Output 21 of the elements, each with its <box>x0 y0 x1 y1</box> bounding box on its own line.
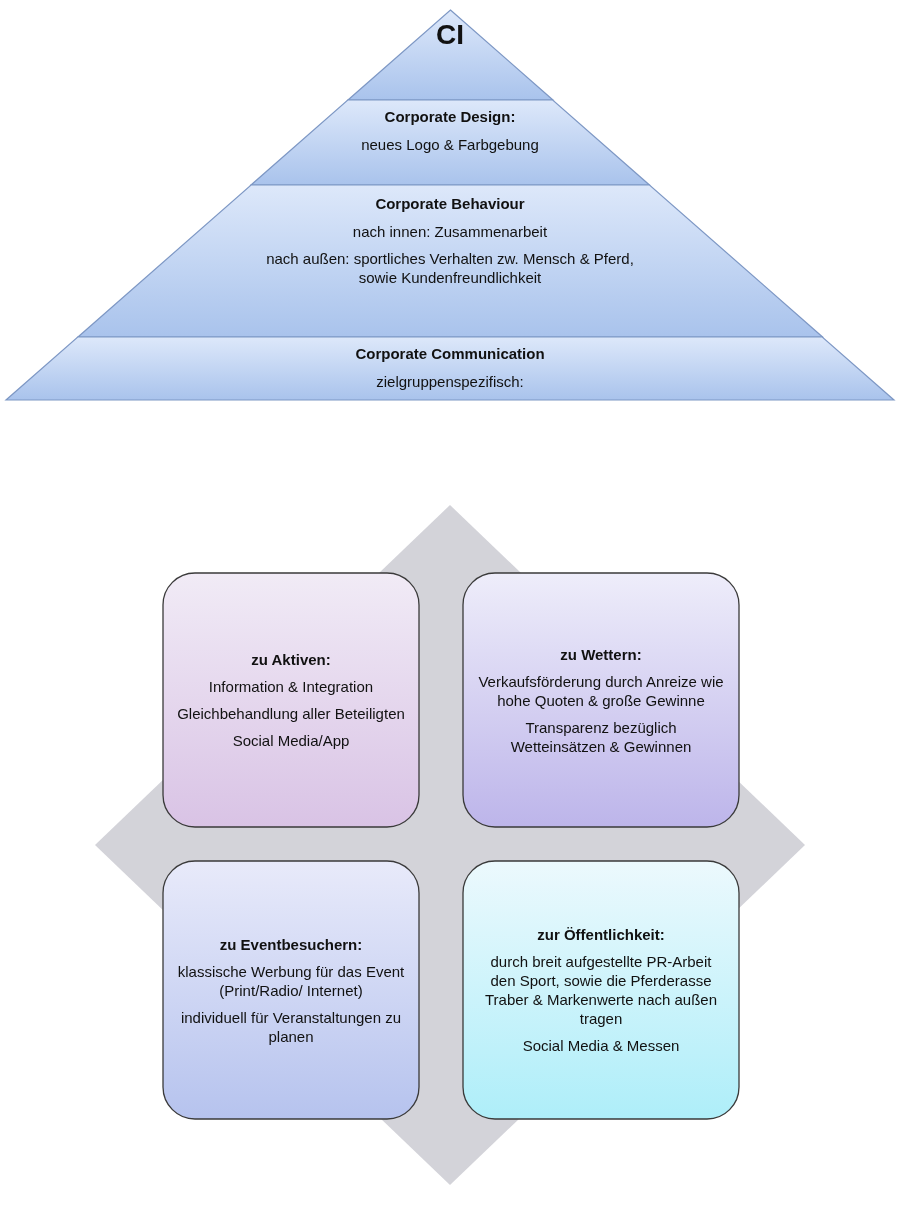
box-heading: zu Aktiven: <box>250 650 332 669</box>
box-text: Social Media/App <box>231 731 351 750</box>
layer-text: nach innen: Zusammenarbeit <box>351 222 549 241</box>
box-heading: zu Wettern: <box>559 644 643 664</box>
box-text: individuell für Veranstaltungen zu planen <box>179 1007 403 1046</box>
layer-heading: CI <box>435 18 465 52</box>
layer-heading: Corporate Design: <box>383 107 517 127</box>
box-text: Information & Integration <box>207 677 375 696</box>
box-text: Transparenz bezüglich Wetteinsätzen & Gewinnen <box>509 717 693 756</box>
box-text: klassische Werbung für das Event (Print/Radio/ Internet) <box>176 961 406 1000</box>
box-text: durch breit aufgestellte PR-Arbeit den Sport, sowie die Pferderasse Traber & Markenwerte nach außen tragen <box>483 952 719 1028</box>
layer-text: zielgruppenspezifisch: <box>375 372 525 391</box>
box-text: Gleichbehandlung aller Beteiligten <box>176 704 406 723</box>
layer-text: neues Logo & Farbgebung <box>360 135 540 154</box>
box-text: Verkaufsförderung durch Anreize wie hohe Quoten & große Gewinne <box>477 671 725 710</box>
layer-heading: Corporate Behaviour <box>374 194 526 214</box>
layer-heading: Corporate Communication <box>354 344 546 364</box>
box-heading: zur Öffentlichkeit: <box>536 925 666 944</box>
box-heading: zu Eventbesuchern: <box>218 934 364 954</box>
layer-text: nach außen: sportliches Verhalten zw. Mensch & Pferd, sowie Kundenfreundlichkeit <box>265 249 635 287</box>
box-text: Social Media & Messen <box>521 1036 681 1055</box>
